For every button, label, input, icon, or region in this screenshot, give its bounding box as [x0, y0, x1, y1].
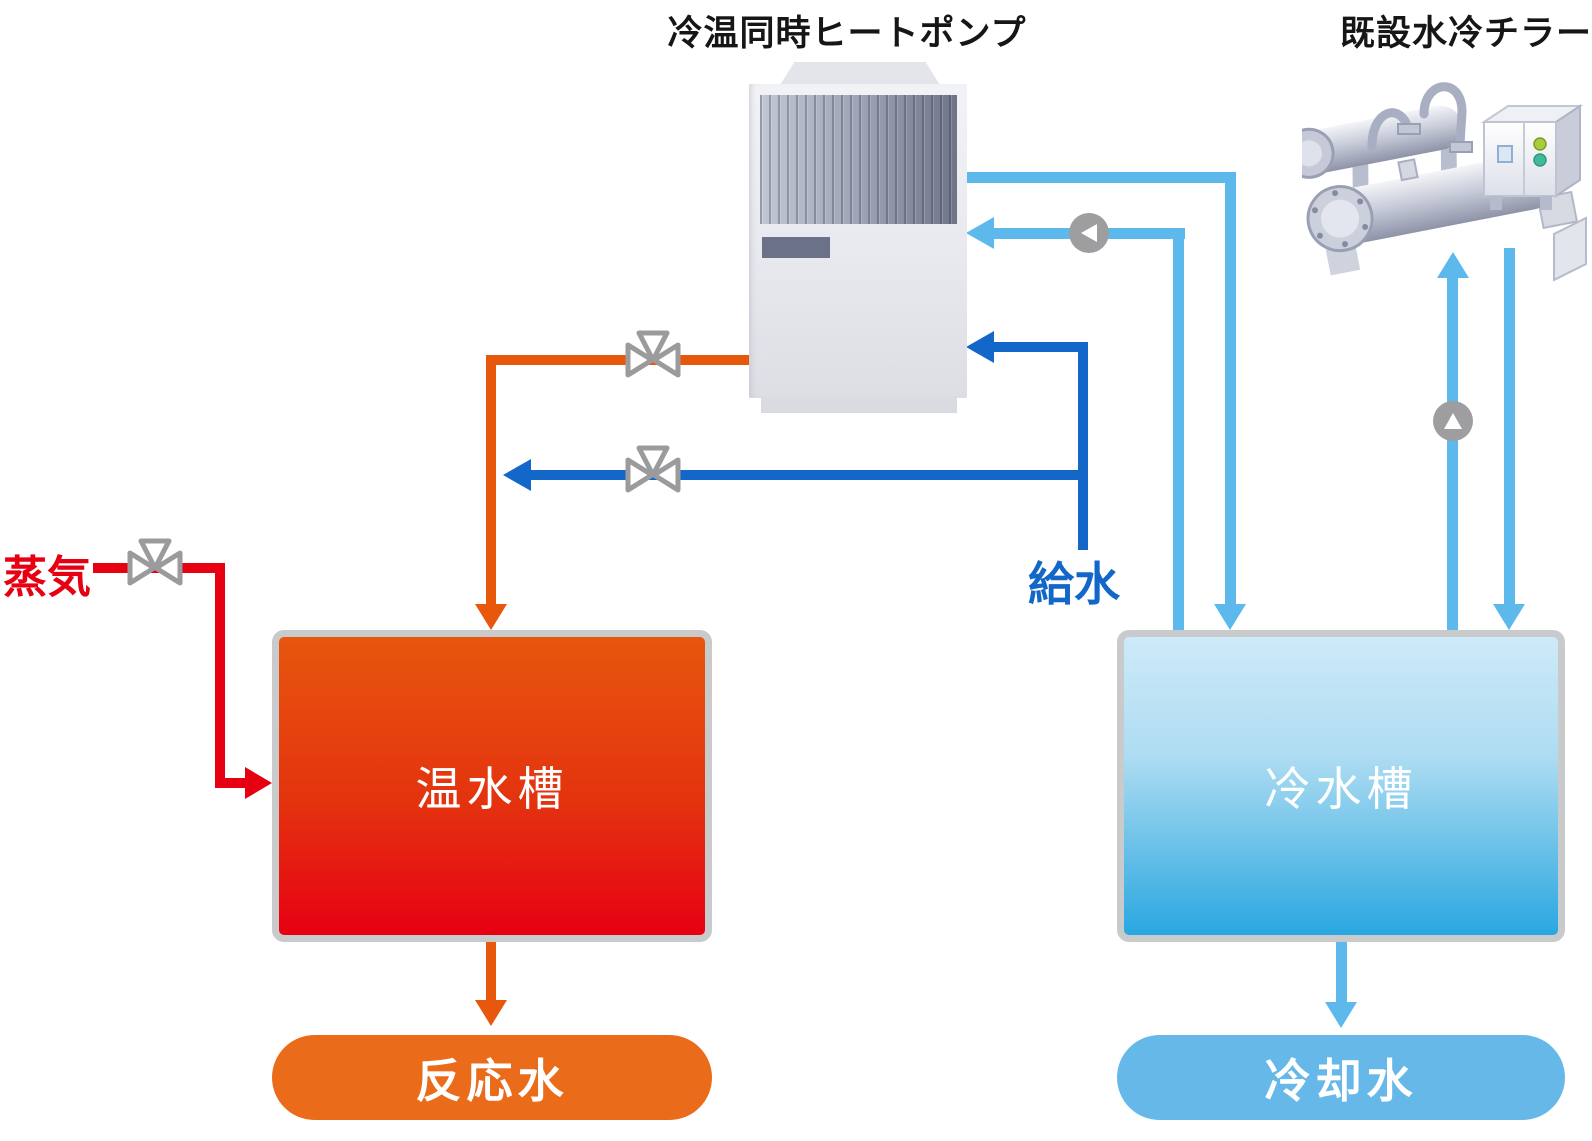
- chilled-supply-pipe-v: [1225, 172, 1236, 606]
- heat-pump-base: [761, 398, 957, 413]
- hot-water-pipe-h: [489, 355, 750, 365]
- cold-water-tank: 冷水槽: [1117, 630, 1565, 942]
- feed-water-valve-icon: [625, 445, 681, 493]
- chilled-return-pipe-v: [1173, 228, 1184, 632]
- chiller-indicator-green: [1533, 137, 1547, 151]
- steam-arrow-icon: [245, 767, 272, 799]
- chilled-return-pump-icon: [1069, 213, 1109, 253]
- steam-pipe-h2: [215, 778, 245, 788]
- feed-water-arrow-branch-icon: [503, 459, 531, 491]
- cold-water-tank-label: 冷水槽: [1264, 763, 1418, 815]
- cooling-water-pill: 冷却水: [1117, 1035, 1565, 1120]
- feed-water-riser: [1078, 342, 1088, 550]
- chilled-supply-pipe-h: [964, 172, 1236, 183]
- cooling-water-label: 冷却水: [1264, 1054, 1418, 1107]
- chiller-unit: [1302, 82, 1587, 282]
- chiller-return-arrow-icon: [1493, 604, 1525, 630]
- feed-water-pipe-h1: [994, 342, 1088, 352]
- reaction-water-pill: 反応水: [272, 1035, 712, 1120]
- heat-pump-nameplate: [762, 237, 830, 258]
- hot-water-tank-label: 温水槽: [415, 763, 569, 815]
- steam-valve-icon: [127, 538, 183, 586]
- hot-water-valve-icon: [625, 330, 681, 378]
- heat-pump-top-cap: [780, 62, 940, 85]
- chiller-foot: [1553, 216, 1587, 282]
- chiller-supply-arrow-icon: [1437, 252, 1469, 278]
- chiller-display: [1497, 145, 1513, 163]
- hot-water-pipe-v: [486, 355, 496, 604]
- reaction-water-label: 反応水: [415, 1054, 569, 1107]
- chilled-supply-arrow-icon: [1214, 604, 1246, 630]
- heat-pump-title: 冷温同時ヒートポンプ: [667, 14, 1027, 53]
- chiller-supply-pipe-v: [1447, 276, 1458, 632]
- hot-water-arrow-icon: [475, 604, 507, 630]
- cooling-water-arrow-icon: [1325, 1002, 1357, 1028]
- chiller-indicator-teal: [1533, 153, 1547, 167]
- steam-label: 蒸気: [3, 553, 91, 602]
- steam-pipe-v: [215, 563, 225, 788]
- heat-pump-grille: [760, 95, 957, 224]
- feed-water-arrow-hp-icon: [966, 331, 994, 363]
- chiller-supply-pump-icon: [1433, 401, 1473, 441]
- chilled-return-arrow-icon: [966, 217, 994, 249]
- reaction-water-arrow-icon: [475, 1000, 507, 1026]
- hot-water-tank: 温水槽: [272, 630, 712, 942]
- feed-water-label: 給水: [1028, 558, 1120, 610]
- chiller-return-pipe-v: [1504, 248, 1515, 606]
- feed-water-branch-h: [531, 470, 1083, 480]
- cooling-water-pipe: [1336, 942, 1347, 1002]
- chiller-title: 既設水冷チラー: [1339, 14, 1592, 53]
- reaction-water-pipe: [486, 942, 496, 1000]
